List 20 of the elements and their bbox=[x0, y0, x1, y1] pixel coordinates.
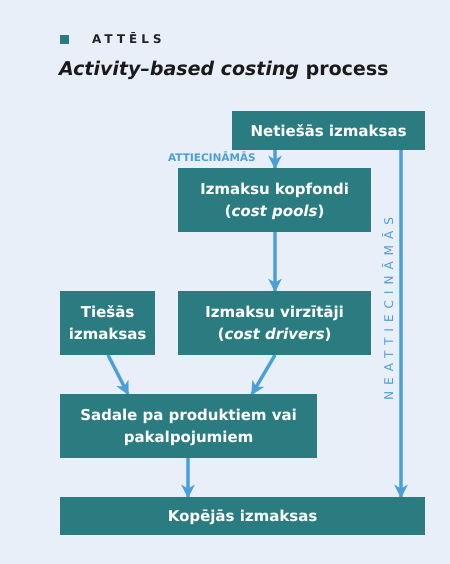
box-label: Sadale pa produktiem vai pakalpojumiem bbox=[79, 405, 298, 448]
box-label: Kopējās izmaksas bbox=[168, 506, 318, 527]
arrow bbox=[268, 232, 282, 292]
arrow bbox=[106, 354, 130, 396]
process-box bbox=[178, 168, 371, 232]
title: Activity–based costing process bbox=[59, 58, 388, 80]
arrow bbox=[181, 458, 195, 498]
arrow bbox=[268, 150, 282, 170]
process-box bbox=[232, 111, 425, 150]
process-box bbox=[60, 291, 155, 355]
box-label: Tiešās izmaksas bbox=[68, 302, 146, 345]
process-box bbox=[60, 497, 425, 535]
box-label: Netiešās izmaksas bbox=[250, 120, 406, 142]
arrow bbox=[250, 354, 276, 396]
figure-label: ATTĒLS bbox=[92, 32, 166, 46]
process-box bbox=[60, 394, 317, 458]
box-label: Izmaksu kopfondi (cost pools) bbox=[199, 179, 350, 222]
arrow bbox=[394, 150, 408, 498]
process-box bbox=[178, 291, 371, 355]
box-label: Izmaksu virzītāji (cost drivers) bbox=[204, 302, 345, 345]
